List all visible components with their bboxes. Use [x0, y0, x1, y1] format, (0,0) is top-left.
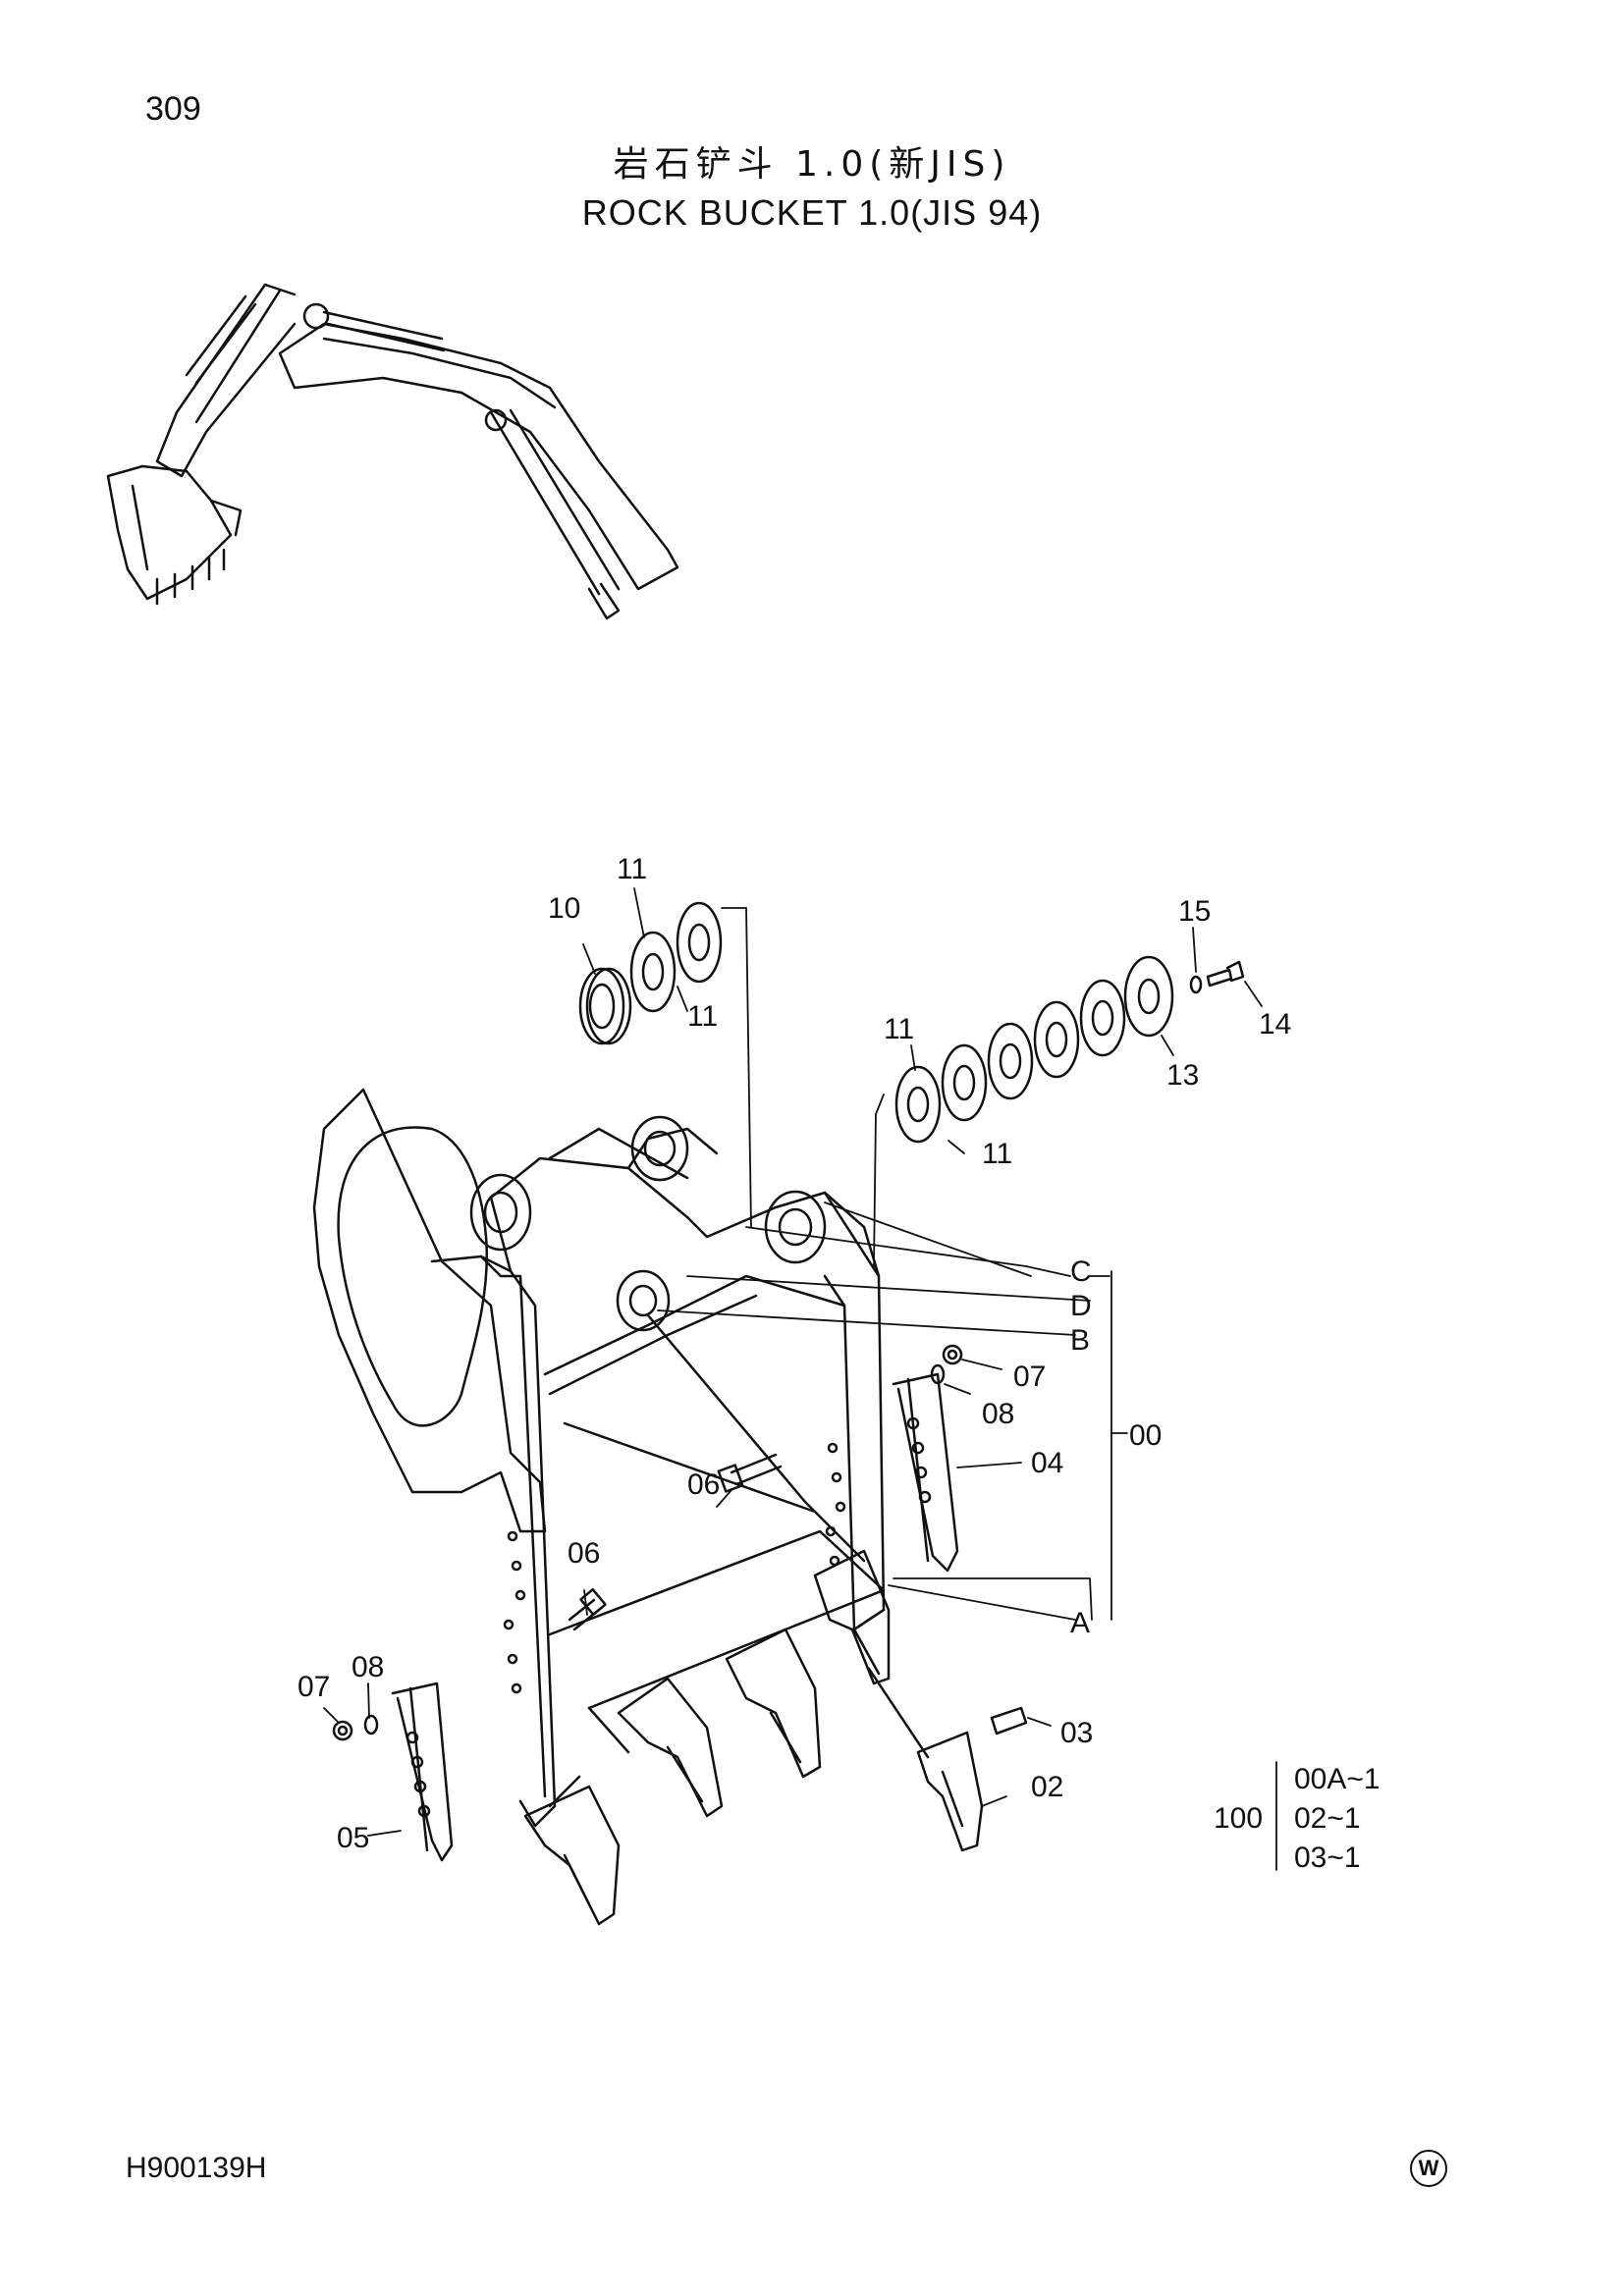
callout-c: C [1070, 1255, 1092, 1288]
callout-14: 14 [1259, 1008, 1291, 1041]
washer-15 [1189, 975, 1203, 994]
rock-bucket-assembly [312, 1088, 891, 1926]
kit-item-2: 02~1 [1294, 1802, 1361, 1835]
document-code: H900139H [126, 2152, 267, 2184]
excavator-arm-overview [106, 283, 679, 620]
callout-11-lower: 11 [982, 1138, 1012, 1170]
watermark-mark: W [1410, 2150, 1447, 2187]
callout-07-right: 07 [1013, 1361, 1046, 1393]
side-plate-bolt-holes [503, 1442, 846, 1694]
callout-labels: 10 11 11 11 11 15 14 13 C D B A 00 07 08… [298, 853, 1291, 1854]
plate-13 [1123, 955, 1174, 1038]
callout-d: D [1070, 1290, 1092, 1322]
callout-00: 00 [1129, 1419, 1162, 1452]
callout-b: B [1070, 1324, 1090, 1357]
kit-item-3: 03~1 [1294, 1842, 1361, 1874]
callout-08-right: 08 [982, 1398, 1014, 1430]
leader-lines [323, 887, 1277, 1871]
seal-10 [578, 967, 632, 1045]
bucket-teeth [523, 1549, 891, 1926]
side-cutter-05 [391, 1682, 454, 1862]
kit-breakdown: 100 00A~1 02~1 03~1 [1214, 1763, 1380, 1874]
callout-13: 13 [1166, 1059, 1199, 1092]
shims-11-right [894, 979, 1126, 1144]
nuts-washers [332, 1344, 963, 1741]
bolts-06 [568, 1453, 783, 1631]
callout-15: 15 [1178, 895, 1211, 928]
callout-02: 02 [1031, 1771, 1063, 1803]
callout-08-left: 08 [352, 1651, 384, 1683]
callout-a: A [1070, 1607, 1090, 1639]
callout-11-top: 11 [617, 853, 647, 885]
side-cutter-04 [892, 1372, 959, 1573]
callout-04: 04 [1031, 1447, 1063, 1479]
callout-05: 05 [337, 1822, 369, 1854]
tooth-02 [867, 1667, 984, 1852]
page-number: 309 [145, 90, 201, 128]
callout-06-left: 06 [568, 1537, 600, 1570]
bolt-14 [1206, 960, 1245, 988]
shims-11-upper [629, 901, 723, 1013]
kit-item-1: 00A~1 [1294, 1763, 1380, 1795]
callout-03: 03 [1060, 1717, 1093, 1749]
callout-10: 10 [548, 892, 580, 925]
callout-06-right: 06 [687, 1468, 720, 1501]
title-chinese: 岩石铲斗 1.0(新JIS) [613, 144, 1011, 185]
callout-11-upper: 11 [687, 1000, 718, 1033]
callout-07-left: 07 [298, 1671, 330, 1703]
title-english: ROCK BUCKET 1.0(JIS 94) [581, 192, 1043, 233]
callout-11-right: 11 [884, 1013, 914, 1045]
kit-number: 100 [1214, 1802, 1263, 1835]
pin-03 [990, 1706, 1028, 1735]
